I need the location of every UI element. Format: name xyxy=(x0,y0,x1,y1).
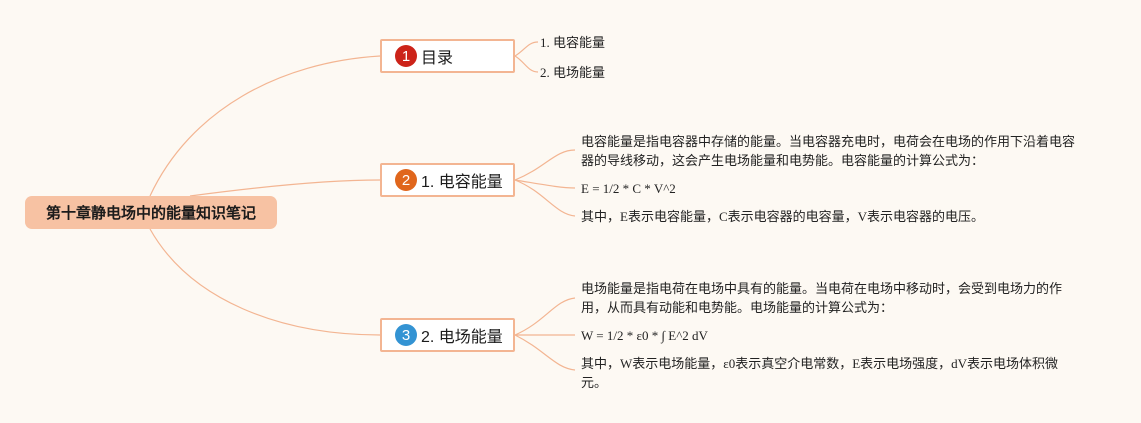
link-b2-leaf1 xyxy=(514,149,576,181)
link-root-branch3 xyxy=(149,228,381,336)
link-b2-leaf3 xyxy=(514,179,576,217)
branch-label: 2. 电场能量 xyxy=(421,329,503,346)
leaf-field-formula[interactable]: W = 1/2 * ε0 * ∫ E^2 dV xyxy=(581,328,708,343)
leaf-toc-2[interactable]: 2. 电场能量 xyxy=(540,65,606,80)
leaf-field-definition[interactable]: 电场能量是指电荷在电场中具有的能量。当电荷在电场中移动时，会受到电场力的作用，从… xyxy=(581,281,1063,315)
leaf-capacitor-formula[interactable]: E = 1/2 * C * V^2 xyxy=(581,181,676,196)
branch-capacitor-energy[interactable]: 2 1. 电容能量 xyxy=(380,163,515,197)
branch-field-energy[interactable]: 3 2. 电场能量 xyxy=(380,318,515,352)
link-root-branch1 xyxy=(149,55,381,197)
leaf-toc-1[interactable]: 1. 电容能量 xyxy=(540,35,606,50)
leaf-capacitor-explanation[interactable]: 其中，E表示电容能量，C表示电容器的电容量，V表示电容器的电压。 xyxy=(581,209,985,224)
link-b1-leaf1 xyxy=(514,41,539,57)
root-topic-label: 第十章静电场中的能量知识笔记 xyxy=(45,205,256,222)
link-b3-leaf3 xyxy=(514,334,576,371)
number-badge-3: 3 xyxy=(395,324,417,346)
leaf-field-explanation[interactable]: 其中，W表示电场能量，ε0表示真空介电常数，E表示电场强度，dV表示电场体积微元… xyxy=(581,356,1059,390)
link-b1-leaf2 xyxy=(514,55,539,73)
link-root-branch2 xyxy=(189,179,381,197)
root-topic[interactable]: 第十章静电场中的能量知识笔记 xyxy=(25,196,277,229)
branch-label: 目录 xyxy=(421,50,454,67)
link-b2-leaf2 xyxy=(514,179,576,189)
leaf-capacitor-definition[interactable]: 电容能量是指电容器中存储的能量。当电容器充电时，电荷会在电场的作用下沿着电容器的… xyxy=(581,134,1076,168)
number-badge-1: 1 xyxy=(395,45,417,67)
branch-label: 1. 电容能量 xyxy=(421,174,503,191)
number-badge-2: 2 xyxy=(395,169,417,191)
link-b3-leaf1 xyxy=(514,297,576,336)
branch-toc[interactable]: 1 目录 xyxy=(380,39,515,73)
